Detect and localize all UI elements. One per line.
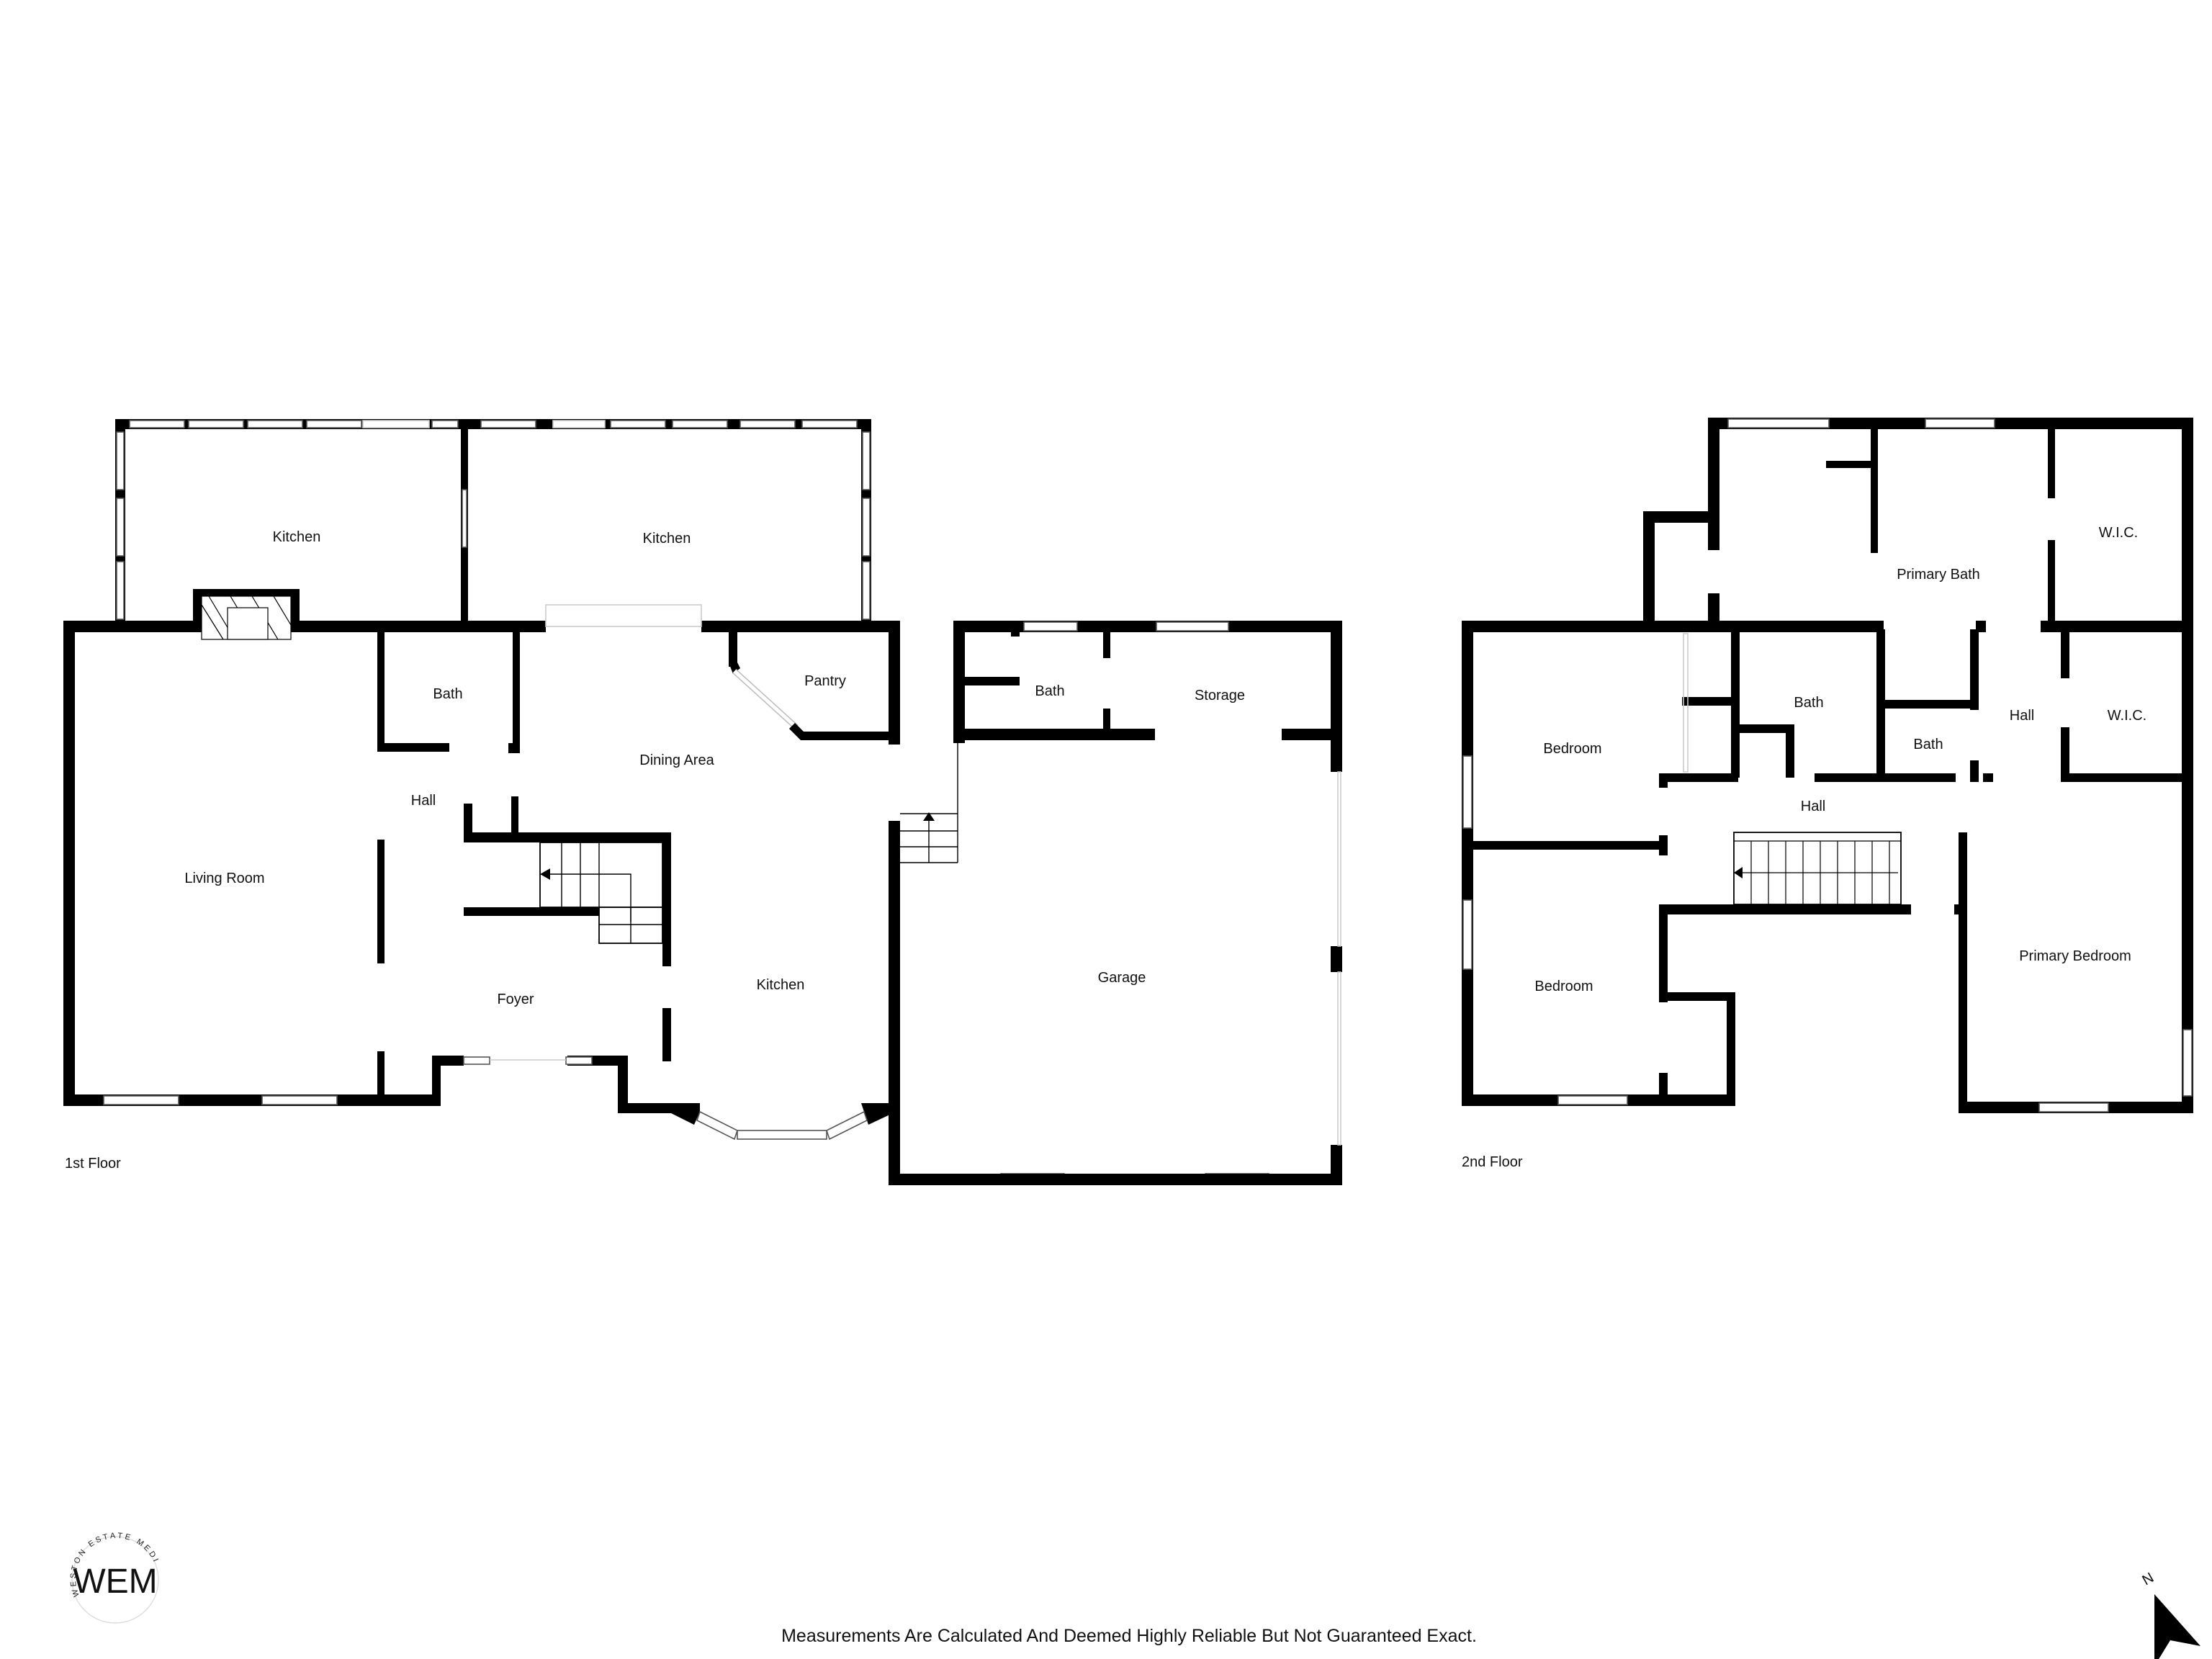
- room-label: Garage: [1098, 970, 1146, 986]
- windows-living: [103, 1095, 338, 1105]
- second-floor-room-labels: W.I.C. Primary Bath Bath Hall W.I.C. Bed…: [1534, 525, 2146, 994]
- windows-second-left: [1462, 755, 1628, 1105]
- company-logo: WESTON ESTATE MEDIA WEM: [0, 0, 161, 1624]
- floor-label-second: 2nd Floor: [1462, 1154, 1523, 1170]
- second-floor-plan: W.I.C. Primary Bath Bath Hall W.I.C. Bed…: [1462, 418, 2193, 1170]
- room-label: Kitchen: [643, 531, 691, 547]
- room-label: Pantry: [804, 673, 846, 689]
- room-label: Storage: [1195, 688, 1245, 703]
- fireplace: [193, 589, 300, 640]
- room-label: Bedroom: [1534, 979, 1593, 994]
- windows-second-top: [1727, 418, 1995, 428]
- measurement-disclaimer: Measurements Are Calculated And Deemed H…: [781, 1626, 1477, 1646]
- room-label: Primary Bath: [1897, 567, 1980, 583]
- north-arrow-icon: N: [2140, 1570, 2200, 1659]
- room-label: Bath: [1913, 737, 1943, 752]
- first-floor-plan: Kitchen Kitchen Bath Pantry Dining Area …: [63, 419, 1342, 1185]
- windows-top: [116, 420, 871, 620]
- north-label: N: [2140, 1570, 2157, 1588]
- logo-arc-text: WESTON ESTATE MEDIA: [0, 0, 161, 1598]
- bay-window: [696, 1110, 868, 1141]
- staircase-second-floor: [1733, 832, 1902, 905]
- room-label: Hall: [1801, 799, 1825, 814]
- room-label: Bath: [433, 686, 462, 702]
- room-label: Hall: [2010, 708, 2034, 724]
- room-label: Primary Bedroom: [2019, 948, 2131, 964]
- room-label: Living Room: [184, 871, 264, 886]
- room-label: Foyer: [497, 992, 534, 1007]
- windows-primary-bedroom: [2038, 1029, 2193, 1112]
- staircase-garage: [900, 740, 958, 863]
- room-label: Kitchen: [757, 977, 805, 993]
- room-label: Hall: [411, 793, 436, 809]
- room-label: Bath: [1794, 695, 1823, 711]
- staircase-first-floor: [539, 842, 663, 944]
- room-label: W.I.C.: [2099, 525, 2138, 541]
- room-label: W.I.C.: [2108, 708, 2146, 724]
- room-label: Dining Area: [639, 752, 714, 768]
- room-label: Kitchen: [273, 529, 321, 545]
- windows-foyer: [463, 1056, 593, 1065]
- windows-garage: [1000, 621, 1269, 1184]
- room-label: Bedroom: [1543, 741, 1601, 757]
- room-label: Bath: [1035, 683, 1064, 699]
- floor-label-first: 1st Floor: [65, 1156, 121, 1172]
- first-floor-room-labels: Kitchen Kitchen Bath Pantry Dining Area …: [184, 529, 1245, 1007]
- logo-monogram: WEM: [73, 1563, 157, 1601]
